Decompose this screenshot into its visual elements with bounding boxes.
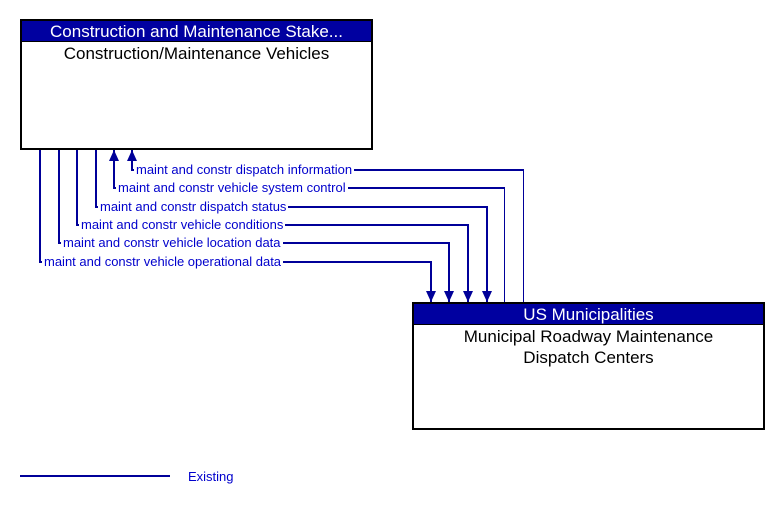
flow-label: maint and constr vehicle location data xyxy=(61,234,283,251)
flow-line-segment xyxy=(131,150,133,171)
arrowhead-down-icon xyxy=(482,291,492,302)
flow-label: maint and constr vehicle system control xyxy=(116,179,348,196)
flow-line-segment xyxy=(448,242,450,302)
flow-line-segment xyxy=(113,150,115,189)
flow-line-segment xyxy=(467,224,469,302)
flow-line-segment xyxy=(522,169,524,302)
flow-line-segment xyxy=(76,150,78,226)
flow-label: maint and constr dispatch information xyxy=(134,161,355,178)
legend-line-existing xyxy=(20,475,170,477)
construction-maintenance-vehicles-box[interactable]: Construction and Maintenance Stake... Co… xyxy=(20,19,373,150)
arrowhead-down-icon xyxy=(463,291,473,302)
flow-line-segment xyxy=(503,187,505,302)
entity-label-construction-maintenance-vehicles: Construction/Maintenance Vehicles xyxy=(63,44,330,63)
legend-label: Existing xyxy=(188,469,234,484)
arrowhead-down-icon xyxy=(426,291,436,302)
flow-line-segment xyxy=(95,206,488,208)
flow-label: maint and constr vehicle operational dat… xyxy=(42,253,284,270)
arrowhead-down-icon xyxy=(444,291,454,302)
flow-line-segment xyxy=(486,206,488,302)
flow-label: maint and constr dispatch status xyxy=(98,198,289,215)
stakeholder-header-us-municipalities: US Municipalities xyxy=(414,304,763,325)
stakeholder-header-construction-maintenance: Construction and Maintenance Stake... xyxy=(22,21,371,42)
entity-label-municipal-roadway-maintenance-dispatch-centers: Municipal Roadway Maintenance Dispatch C… xyxy=(463,327,714,367)
flow-line-segment xyxy=(58,150,60,244)
flow-line-segment xyxy=(430,261,432,302)
flow-label: maint and constr vehicle conditions xyxy=(79,216,286,233)
flow-line-segment xyxy=(95,150,97,208)
flow-line-segment xyxy=(39,150,41,263)
municipal-dispatch-centers-box[interactable]: US Municipalities Municipal Roadway Main… xyxy=(412,302,765,430)
